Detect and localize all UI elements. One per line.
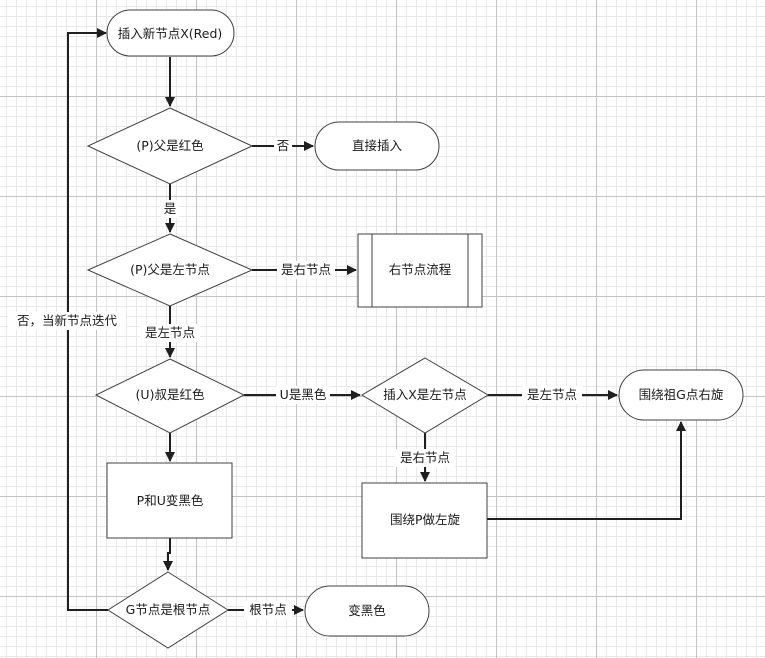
node-parent-red-decision: (P)父是红色 — [86, 107, 254, 185]
process-shape — [361, 482, 488, 559]
edge-label-x-left-yes: 是左节点 — [527, 387, 577, 402]
node-label-parent-left: (P)父是左节点 — [130, 262, 210, 277]
decision-shape — [86, 233, 254, 307]
decision-shape — [107, 571, 229, 649]
decision-shape — [94, 358, 246, 434]
node-label-g-root: G节点是根节点 — [126, 602, 211, 617]
node-parent-left-decision: (P)父是左节点 — [86, 233, 254, 307]
decision-shape — [86, 107, 254, 185]
edge-label-u-black: U是黑色 — [280, 387, 327, 402]
node-label-insert-x-left: 插入X是左节点 — [383, 387, 467, 402]
terminator-shape — [314, 121, 440, 171]
edge-p-u-black-to-g-root — [163, 538, 173, 571]
node-insert-x-left-decision: 插入X是左节点 — [361, 357, 489, 434]
terminator-shape — [618, 369, 744, 421]
node-insert: 插入新节点X(Red) — [106, 9, 235, 57]
edge-label-yes-left-node: 是左节点 — [145, 325, 195, 340]
edge-label-root-node: 根节点 — [249, 602, 287, 617]
edge-label-no: 否 — [277, 138, 290, 153]
edge-rotate-left-to-rotate-right — [487, 421, 686, 520]
edge-label-loop-back: 否，当新节点迭代 — [17, 313, 118, 328]
node-label-direct-insert: 直接插入 — [352, 138, 403, 153]
node-label-right-flow: 右节点流程 — [389, 262, 452, 277]
node-rotate-right: 围绕祖G点右旋 — [618, 369, 744, 421]
subprocess-shape — [357, 233, 483, 308]
process-shape — [106, 462, 233, 539]
edge-label-yes-right-node: 是右节点 — [281, 262, 331, 277]
edge-labels: 否 是 是右节点 是左节点 U是黑色 是左节点 是右节点 根节点 否，当新节点迭… — [8, 137, 582, 619]
node-label-insert: 插入新节点X(Red) — [118, 26, 223, 41]
node-direct-insert: 直接插入 — [314, 121, 440, 171]
node-label-parent-red: (P)父是红色 — [136, 138, 204, 153]
edge-label-x-right-yes: 是右节点 — [400, 450, 450, 465]
node-p-u-black: P和U变黑色 — [106, 462, 233, 539]
node-label-rotate-left: 围绕P做左旋 — [390, 512, 461, 527]
node-uncle-red-decision: (U)叔是红色 — [94, 358, 246, 434]
node-label-p-u-black: P和U变黑色 — [137, 493, 204, 508]
node-label-rotate-right: 围绕祖G点右旋 — [639, 387, 724, 402]
edge-label-yes: 是 — [164, 201, 177, 216]
terminator-shape — [106, 9, 235, 57]
node-g-root-decision: G节点是根节点 — [107, 571, 229, 649]
node-rotate-left: 围绕P做左旋 — [361, 482, 488, 559]
node-turn-black: 变黑色 — [304, 585, 430, 637]
terminator-shape — [304, 585, 430, 637]
node-right-flow: 右节点流程 — [357, 233, 483, 308]
node-label-uncle-red: (U)叔是红色 — [136, 387, 205, 402]
node-label-turn-black: 变黑色 — [348, 603, 386, 618]
decision-shape — [361, 357, 489, 434]
